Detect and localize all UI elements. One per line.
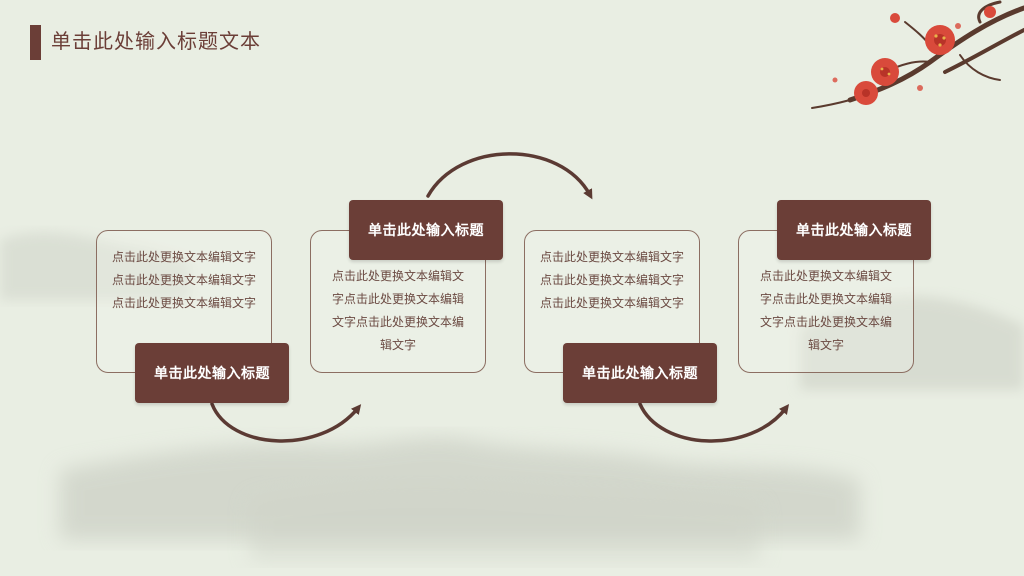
step-tag-1[interactable]: 单击此处输入标题: [135, 343, 289, 403]
page-title[interactable]: 单击此处输入标题文本: [51, 29, 261, 53]
step-text-4[interactable]: 点击此处更换文本编辑文字点击此处更换文本编辑文字点击此处更换文本编辑文字: [759, 269, 892, 352]
step-text-3[interactable]: 点击此处更换文本编辑文字点击此处更换文本编辑文字点击此处更换文本编辑文字: [539, 250, 684, 310]
step-text-1[interactable]: 点击此处更换文本编辑文字点击此处更换文本编辑文字点击此处更换文本编辑文字: [111, 250, 256, 310]
step-tag-3[interactable]: 单击此处输入标题: [563, 343, 717, 403]
title-accent-bar: [30, 25, 41, 60]
step-text-2[interactable]: 点击此处更换文本编辑文字点击此处更换文本编辑文字点击此处更换文本编辑文字: [331, 269, 464, 352]
step-tag-4[interactable]: 单击此处输入标题: [777, 200, 931, 260]
step-tag-2[interactable]: 单击此处输入标题: [349, 200, 503, 260]
